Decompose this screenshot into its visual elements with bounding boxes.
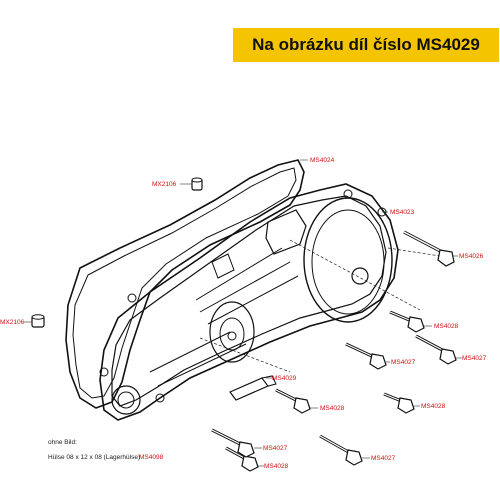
label-ms4026: MS4026 — [459, 253, 484, 260]
dowel-sleeve-left — [31, 314, 45, 328]
note-huelse: Hülse 08 x 12 x 08 (Lagerhülse) — [48, 454, 140, 461]
label-ms4027-c: MS4027 — [263, 445, 288, 452]
label-ms4028-a: MS4028 — [434, 323, 459, 330]
bolt-ms4027-c — [211, 428, 255, 458]
bracket-ms4029 — [229, 375, 277, 401]
part-number-banner: Na obrázku díl číslo MS4029 — [233, 28, 499, 62]
label-ms4027-b: MS4027 — [462, 355, 487, 362]
dowel-sleeve-top — [191, 177, 203, 191]
label-mx2106-left: MX2106 — [0, 319, 25, 326]
gasket-outline — [65, 159, 305, 409]
bolt-ms4027-a — [345, 342, 387, 370]
bolt-ms4028-c — [383, 392, 415, 414]
label-ms4027-d: MS4027 — [371, 455, 396, 462]
label-ms4027-a: MS4027 — [391, 359, 416, 366]
label-ms4024: MS4024 — [310, 157, 335, 164]
bolt-ms4028-b — [275, 388, 311, 414]
label-ms4028-d: MS4028 — [264, 463, 289, 470]
leader-lines — [24, 159, 462, 467]
note-huelse-part: MS4098 — [139, 454, 164, 461]
label-ms4029: MS4029 — [272, 375, 297, 382]
bolt-ms4027-d — [319, 434, 363, 466]
bolt-ms4028-a — [389, 310, 425, 333]
alignment-lines — [199, 239, 441, 373]
banner-text: Na obrázku díl číslo MS4029 — [252, 35, 480, 54]
label-mx2106-top: MX2106 — [152, 181, 177, 188]
transmission-cover — [99, 183, 399, 421]
label-ms4028-b: MS4028 — [320, 405, 345, 412]
label-ms4023: MS4023 — [390, 209, 415, 216]
bolt-ms4026 — [403, 230, 455, 267]
label-ms4028-c: MS4028 — [421, 403, 446, 410]
note-ohne-bild: ohne Bild: — [48, 439, 77, 446]
bolt-ms4027-b — [415, 334, 457, 365]
bolt-ms4028-d — [225, 446, 259, 472]
